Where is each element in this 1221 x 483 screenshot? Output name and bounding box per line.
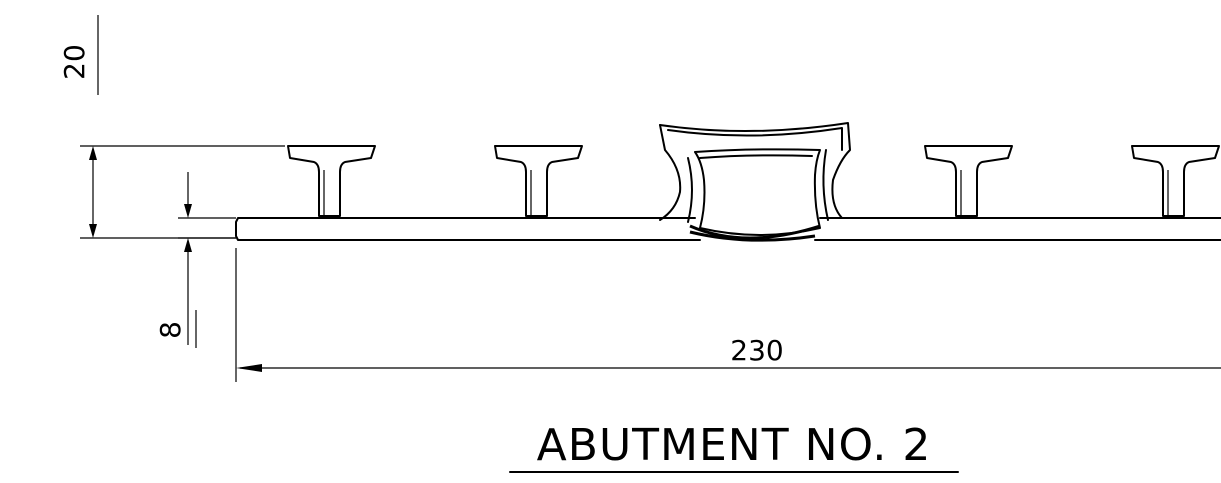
girder-1	[287, 145, 376, 217]
box-girder	[659, 122, 851, 236]
girder-3	[924, 145, 1013, 217]
dimension-230: 230	[235, 248, 1221, 382]
girder-2	[494, 145, 583, 217]
deck-slab	[235, 217, 1221, 242]
dimension-8-label: 8	[154, 321, 187, 339]
dimension-8: 8	[154, 172, 236, 348]
dimension-230-label: 230	[730, 334, 783, 367]
dimension-20: 20	[58, 15, 285, 239]
title-text: ABUTMENT NO. 2	[537, 420, 932, 471]
dimension-20-label: 20	[58, 44, 91, 80]
girder-4	[1131, 145, 1220, 217]
drawing-title: ABUTMENT NO. 2	[509, 420, 959, 473]
